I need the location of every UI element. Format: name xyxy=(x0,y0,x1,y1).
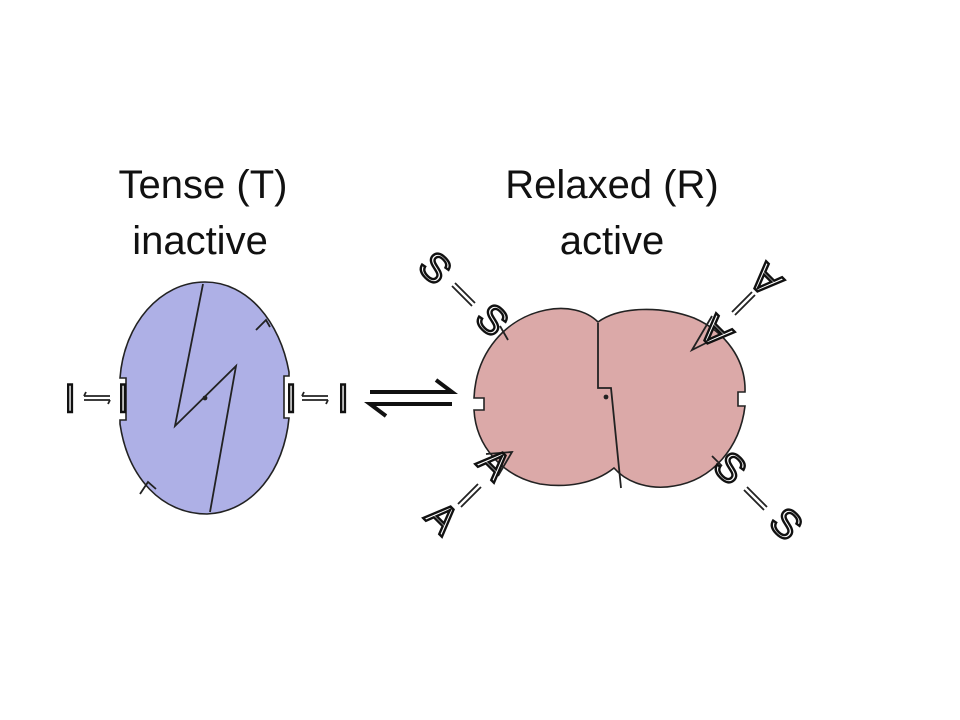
relaxed-notch-bottom-right xyxy=(711,455,723,467)
substrate-bottom: S S xyxy=(704,442,812,550)
tense-notch-top-right xyxy=(255,318,271,331)
activator-top: A A xyxy=(690,253,793,358)
inhibitor-left-bound: I xyxy=(117,377,128,421)
relaxed-pocket-top-right xyxy=(689,315,729,353)
tense-notch-bottom-left xyxy=(139,480,157,495)
relaxed-pocket-bottom-left xyxy=(485,450,514,477)
activator-top-free: A xyxy=(741,255,791,305)
activator-bottom: A A xyxy=(416,438,521,545)
substrate-bottom-equilibrium xyxy=(743,486,768,511)
inhibitor-left-arrowheads xyxy=(83,391,111,405)
relaxed-title: Relaxed (R) xyxy=(505,163,718,207)
inhibitor-right-bound: I xyxy=(285,377,296,421)
relaxed-notch-top-left xyxy=(499,325,509,341)
relaxed-subtitle: active xyxy=(560,219,665,263)
inhibitor-left-free: I xyxy=(64,377,75,421)
activator-bottom-equilibrium xyxy=(457,483,482,508)
substrate-top: S S xyxy=(409,242,518,346)
inhibitor-right-free: I xyxy=(337,377,348,421)
relaxed-center-dot xyxy=(603,394,609,400)
substrate-bottom-free: S xyxy=(761,499,811,549)
activator-top-equilibrium xyxy=(731,291,756,316)
inhibitor-right-equilibrium xyxy=(302,395,328,401)
tense-center-dot xyxy=(202,395,208,401)
tense-title: Tense (T) xyxy=(119,163,288,207)
tense-subtitle: inactive xyxy=(132,219,268,263)
relaxed-subunit-boundary xyxy=(597,323,622,489)
tense-enzyme xyxy=(119,281,290,515)
relaxed-enzyme xyxy=(473,307,746,489)
inhibitor-right-arrowheads xyxy=(301,391,329,405)
inhibitor-left-equilibrium xyxy=(84,395,110,401)
inhibitor-right: I I xyxy=(284,376,350,422)
activator-bottom-free: A xyxy=(417,493,467,543)
inhibitor-left: I I xyxy=(63,376,130,422)
substrate-top-equilibrium xyxy=(451,282,476,307)
equilibrium-arrows-icon xyxy=(364,378,458,418)
substrate-top-free: S xyxy=(410,243,460,293)
